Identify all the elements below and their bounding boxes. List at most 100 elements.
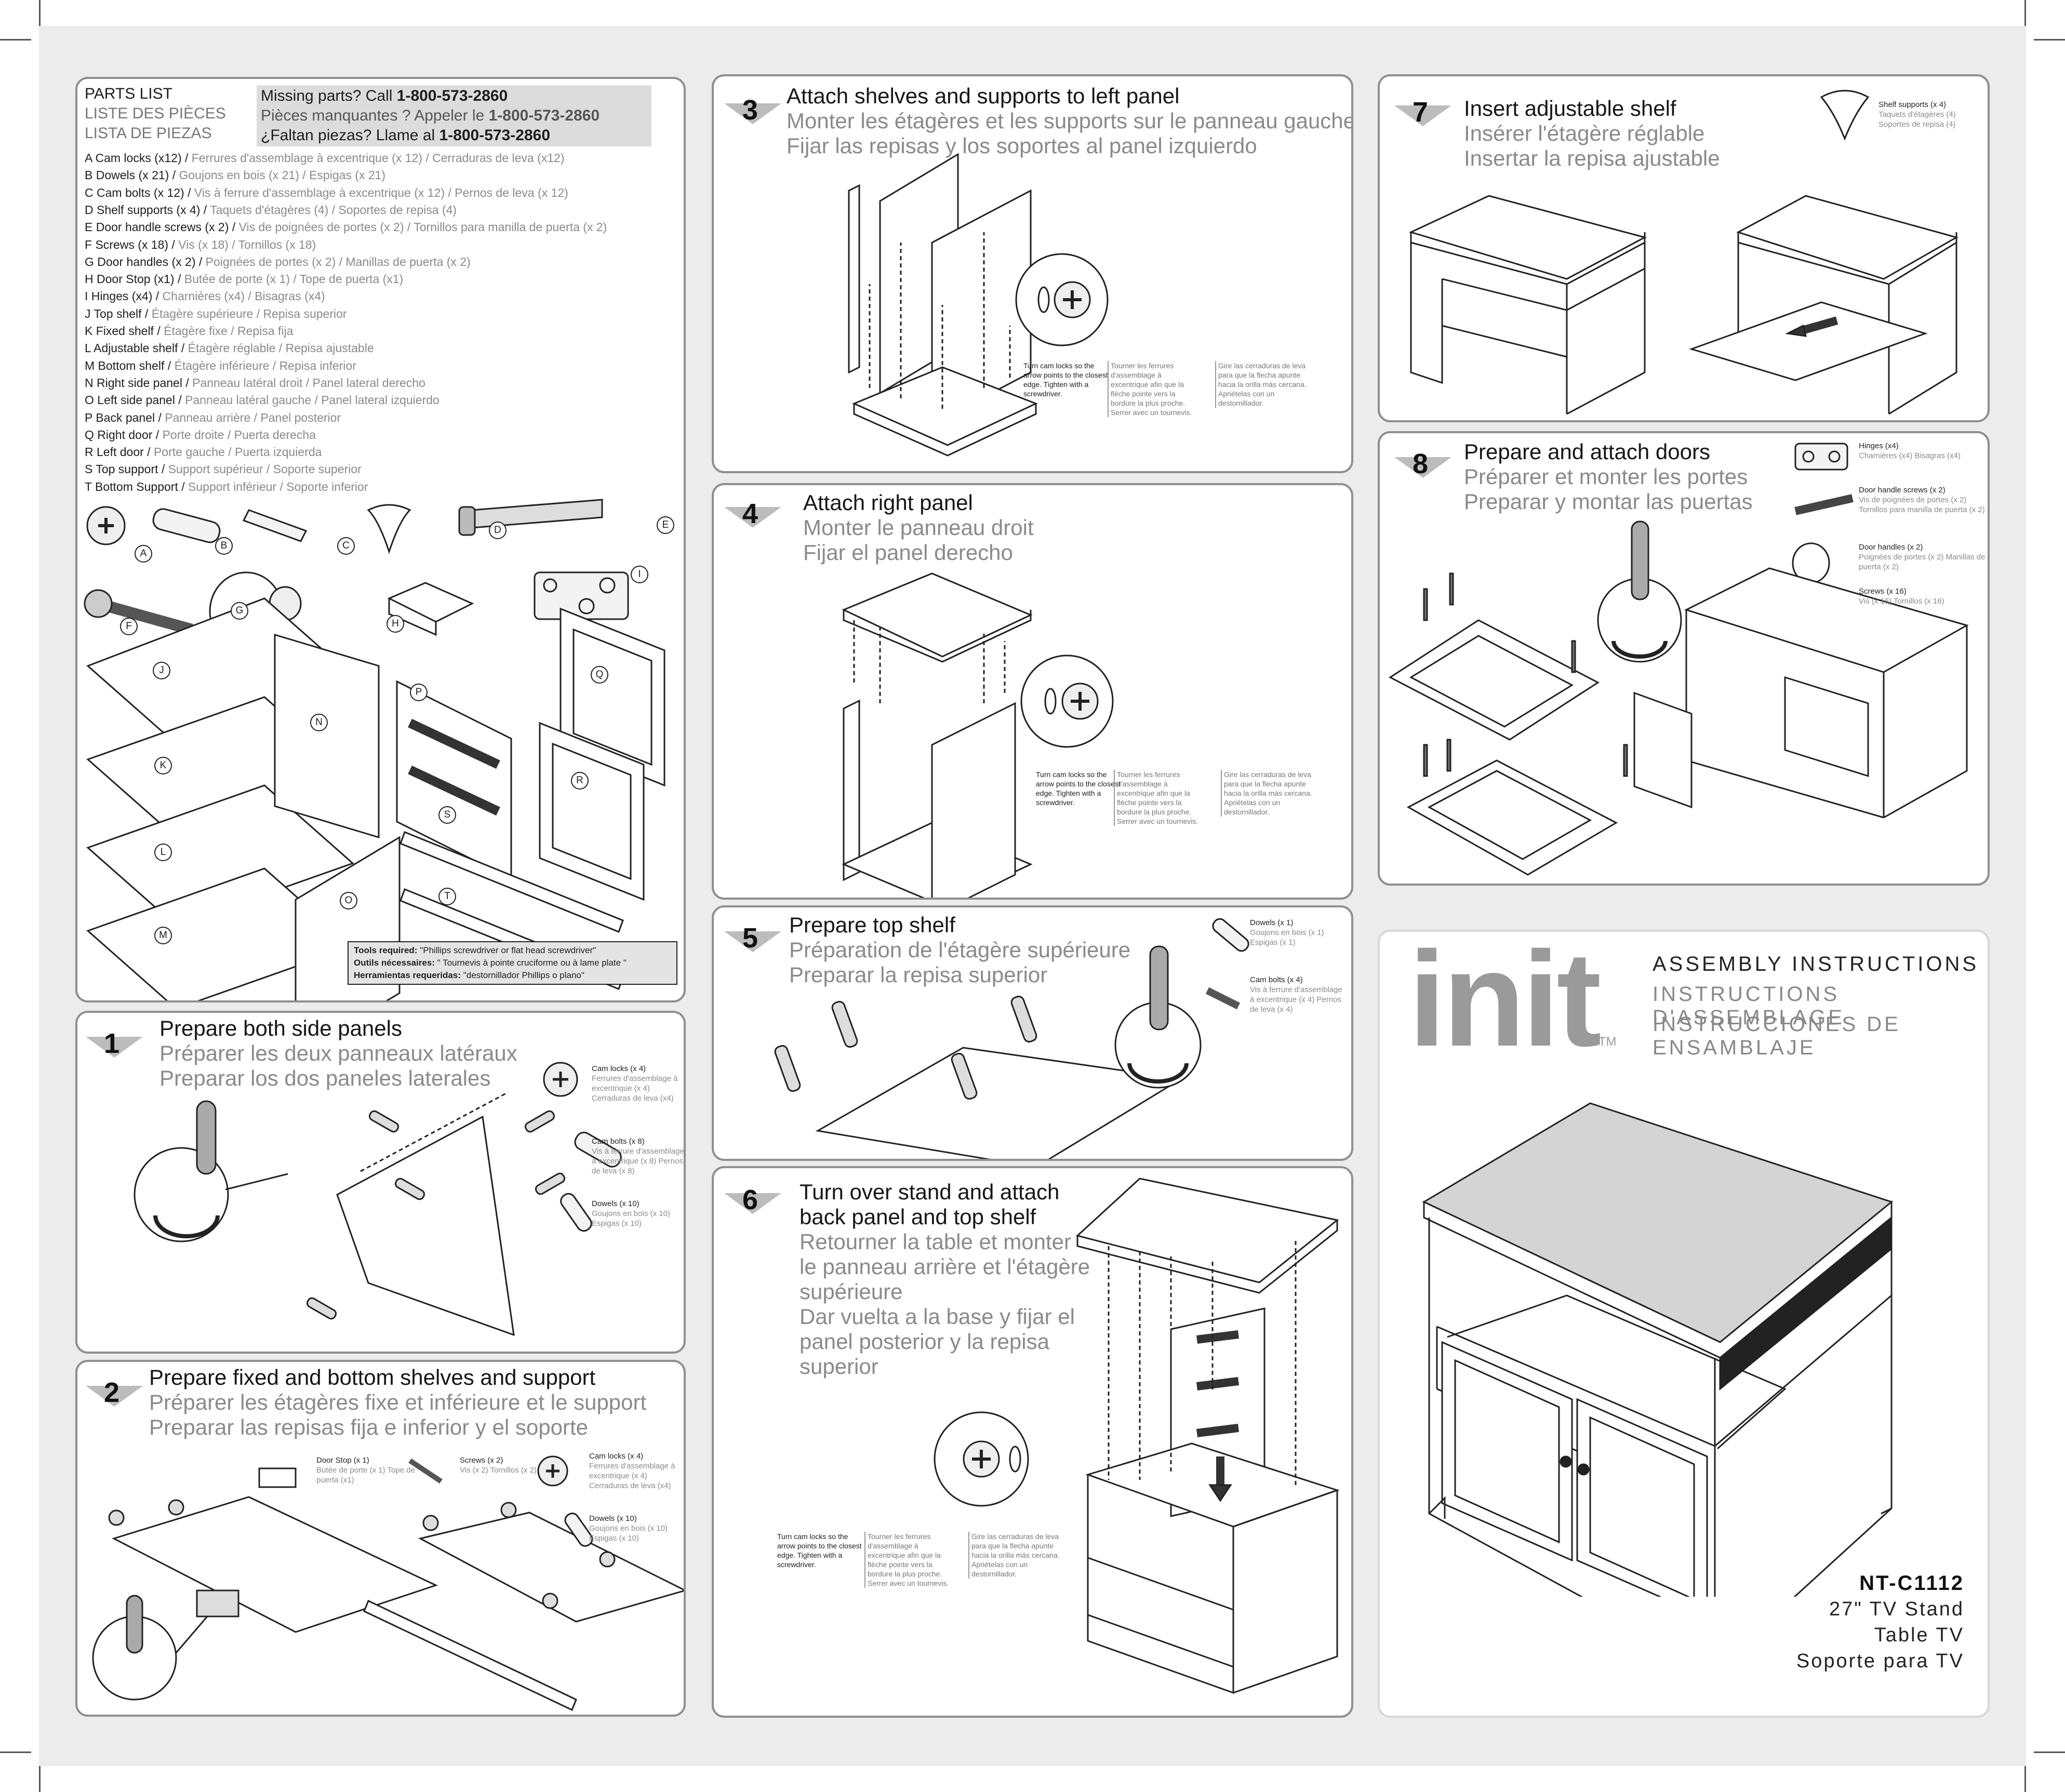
step-title-es: Preparar y montar las puertas bbox=[1464, 489, 1753, 514]
parts-list-item: H Door Stop (x1) / Butée de porte (x 1) … bbox=[85, 271, 403, 288]
parts-list-title-es: LISTA DE PIEZAS bbox=[85, 125, 212, 142]
parts-list-item: N Right side panel / Panneau latéral dro… bbox=[85, 375, 425, 392]
parts-list-item: T Bottom Support / Support inférieur / S… bbox=[85, 478, 368, 496]
part-name-translations: Étagère supérieure / Repisa superior bbox=[151, 306, 347, 320]
tools-label-fr: Outils nécessaires: bbox=[354, 958, 435, 968]
step-title-es-line3: superior bbox=[800, 1354, 878, 1379]
cam-note-fr: Tourner les ferrures d'assemblage à exce… bbox=[1114, 770, 1205, 826]
step-title-fr: Préparer les étagères fixe et inférieure… bbox=[149, 1390, 647, 1414]
part-name-en: C Cam bolts (x 12) / bbox=[85, 185, 194, 199]
missing-parts-en: Missing parts? Call bbox=[261, 87, 397, 104]
step-number: 6 bbox=[742, 1184, 758, 1215]
part-letter-callout: P bbox=[410, 684, 428, 701]
cam-note-es: Gire las cerraduras de leva para que la … bbox=[968, 1532, 1060, 1579]
cam-note-en: Turn cam locks so the arrow points to th… bbox=[1023, 362, 1108, 398]
part-letter-callout: A bbox=[135, 545, 152, 563]
cam-note-es: Gire las cerraduras de leva para que la … bbox=[1215, 361, 1307, 408]
part-label: Dowels (x 1)Goujons en bois (x 1) Espiga… bbox=[1250, 918, 1324, 947]
part-name-en: O Left side panel / bbox=[85, 393, 185, 407]
parts-list-item: R Left door / Porte gauche / Puerta izqu… bbox=[85, 444, 322, 461]
part-name-translations: Charnières (x4) / Bisagras (x4) bbox=[162, 289, 325, 303]
step-title-es: Preparar las repisas fija e inferior y e… bbox=[149, 1415, 589, 1439]
part-label: Dowels (x 10)Goujons en bois (x 10) Espi… bbox=[592, 1199, 670, 1228]
tv-stand-illustration bbox=[1422, 1102, 1894, 1597]
tools-label-es: Herramientas requeridas: bbox=[354, 970, 461, 980]
part-letter-callout: C bbox=[337, 537, 355, 555]
part-letter-callout: I bbox=[631, 566, 648, 583]
tools-value-en: "Phillips screwdriver or flat head screw… bbox=[417, 945, 596, 955]
step-title-en: Prepare fixed and bottom shelves and sup… bbox=[149, 1365, 596, 1389]
parts-list-item: F Screws (x 18) / Vis (x 18) / Tornillos… bbox=[85, 236, 316, 253]
part-name-en: D Shelf supports (x 4) / bbox=[85, 203, 210, 217]
part-label: Shelf supports (x 4)Taquets d'étagères (… bbox=[1879, 100, 1956, 129]
step-title-es: Preparar los dos paneles laterales bbox=[159, 1066, 491, 1090]
part-name-translations: Vis à ferrure d'assemblage à excentrique… bbox=[194, 185, 568, 199]
parts-list-item: Q Right door / Porte droite / Puerta der… bbox=[85, 426, 316, 444]
model-number: NT-C1112 bbox=[1859, 1572, 1964, 1595]
step-title-en: Attach right panel bbox=[803, 490, 973, 515]
step-title-fr-line2: le panneau arrière et l'étagère bbox=[800, 1254, 1090, 1279]
part-name-translations: Support inférieur / Soporte inferior bbox=[188, 479, 368, 493]
step-number: 5 bbox=[742, 922, 758, 954]
step-title-fr: Insérer l'étagère réglable bbox=[1464, 121, 1705, 145]
part-letter-callout: B bbox=[215, 537, 233, 555]
part-label: Door Stop (x 1)Butée de porte (x 1) Tope… bbox=[316, 1456, 415, 1485]
step-8-panel: 8 Prepare and attach doors Préparer et m… bbox=[1378, 431, 1990, 886]
step-8-illustration bbox=[1389, 443, 1969, 876]
step-title-fr: Préparer les deux panneaux latéraux bbox=[159, 1041, 517, 1065]
part-letter-callout: Q bbox=[591, 666, 608, 684]
parts-list-item: J Top shelf / Étagère supérieure / Repis… bbox=[85, 305, 347, 323]
cam-note-es: Gire las cerraduras de leva para que la … bbox=[1221, 770, 1312, 817]
part-label: Cam bolts (x 8)Vis à ferrure d'assemblag… bbox=[592, 1137, 684, 1175]
parts-list-item: D Shelf supports (x 4) / Taquets d'étagè… bbox=[85, 202, 457, 219]
part-label: Screws (x 16)Vis (x 16) Tornillos (x 16) bbox=[1859, 587, 1944, 606]
logo-trademark: TM bbox=[1598, 1035, 1617, 1049]
part-name-translations: Panneau latéral gauche / Panel lateral i… bbox=[185, 393, 439, 407]
step-title-en: Attach shelves and supports to left pane… bbox=[787, 84, 1180, 108]
cover-title-en: ASSEMBLY INSTRUCTIONS bbox=[1653, 953, 1979, 975]
part-name-en: Q Right door / bbox=[85, 427, 163, 442]
step-2-illustration bbox=[92, 1455, 684, 1711]
cover-title-fr: INSTRUCTIONS D'ASSEMBLAGE bbox=[1653, 983, 1845, 1029]
step-number-badge: 7 bbox=[1394, 90, 1457, 137]
phone-number: 1-800-573-2860 bbox=[439, 127, 551, 144]
part-letter-callout: J bbox=[153, 662, 170, 679]
parts-illustration bbox=[84, 499, 665, 1000]
part-name-translations: Étagère fixe / Repisa fija bbox=[164, 324, 294, 338]
parts-list-item: M Bottom shelf / Étagère inférieure / Re… bbox=[85, 357, 356, 375]
tools-required-box: Tools required: "Phillips screwdriver or… bbox=[348, 941, 677, 985]
parts-list-item: E Door handle screws (x 2) / Vis de poig… bbox=[85, 219, 607, 236]
part-label: Dowels (x 10)Goujons en bois (x 10) Espi… bbox=[589, 1514, 668, 1543]
cam-note-en: Turn cam locks so the arrow points to th… bbox=[1036, 770, 1121, 807]
step-title-en: Prepare both side panels bbox=[159, 1016, 402, 1040]
part-name-en: K Fixed shelf / bbox=[85, 324, 164, 338]
step-7-illustration bbox=[1408, 90, 1959, 415]
parts-list-item: B Dowels (x 21) / Goujons en bois (x 21)… bbox=[85, 167, 385, 184]
part-name-en: H Door Stop (x1) / bbox=[85, 272, 184, 286]
step-number: 3 bbox=[742, 95, 758, 126]
part-name-en: S Top support / bbox=[85, 462, 168, 476]
part-name-en: M Bottom shelf / bbox=[85, 358, 175, 372]
step-1-panel: 1 Prepare both side panels Préparer les … bbox=[75, 1011, 686, 1354]
step-title-en: Turn over stand and attach bbox=[800, 1180, 1060, 1204]
part-letter-callout: L bbox=[154, 844, 172, 861]
crop-mark bbox=[2024, 1766, 2026, 1792]
step-title-es: Preparar la repisa superior bbox=[789, 962, 1048, 987]
part-letter-callout: E bbox=[657, 516, 674, 534]
part-name-en: G Door handles (x 2) / bbox=[85, 255, 206, 269]
step-number-badge: 6 bbox=[724, 1178, 787, 1224]
part-name-en: P Back panel / bbox=[85, 410, 165, 424]
step-number-badge: 5 bbox=[724, 916, 787, 962]
part-letter-callout: G bbox=[231, 602, 248, 620]
part-letter-callout: M bbox=[154, 927, 172, 944]
parts-list-item: S Top support / Support supérieur / Sopo… bbox=[85, 461, 362, 478]
step-number: 7 bbox=[1412, 97, 1429, 128]
part-letter-callout: F bbox=[120, 618, 138, 635]
part-name-en: I Hinges (x4) / bbox=[85, 289, 163, 303]
step-title-en: Insert adjustable shelf bbox=[1464, 96, 1676, 121]
part-letter-callout: O bbox=[340, 892, 357, 910]
part-name-translations: Vis (x 18) / Tornillos (x 18) bbox=[178, 237, 316, 251]
part-letter-callout: K bbox=[154, 757, 172, 774]
missing-parts-es: ¿Faltan piezas? Llame al bbox=[261, 127, 439, 144]
cam-note-fr: Tourner les ferrures d'assemblage à exce… bbox=[1108, 361, 1199, 417]
